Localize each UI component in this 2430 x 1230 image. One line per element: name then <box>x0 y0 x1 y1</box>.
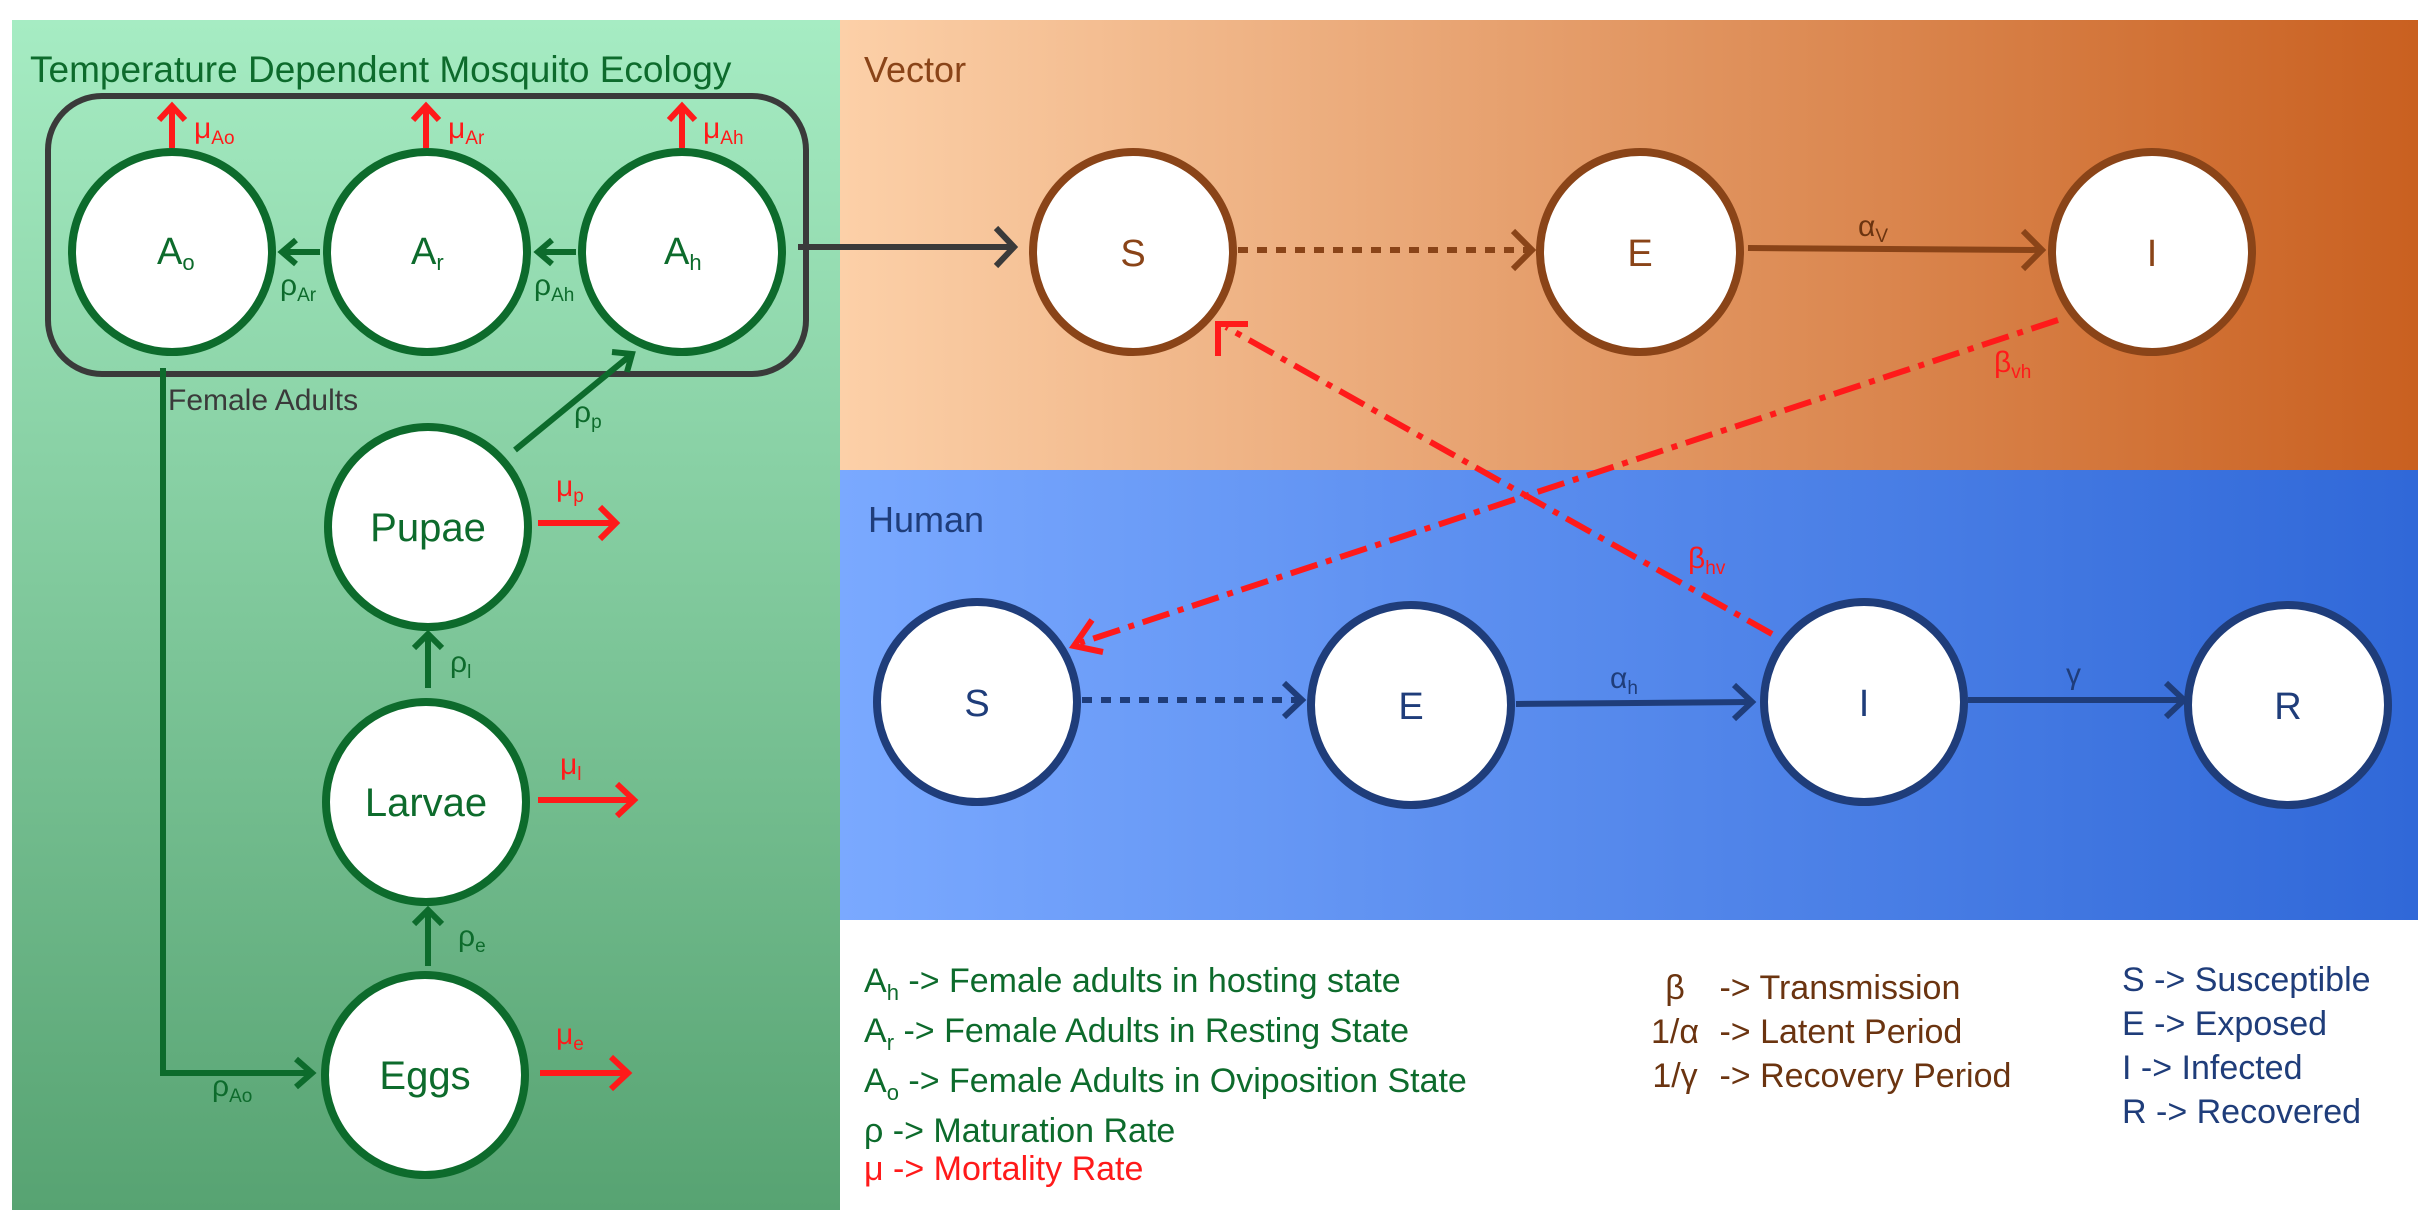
node-ah <box>578 148 786 356</box>
node-eggs <box>321 971 529 1179</box>
mortality-arrowhead-larvae <box>614 781 639 819</box>
arrowhead-human-i-to-r <box>2163 680 2189 720</box>
arrowhead-human-i-to-vector-s <box>1215 321 1248 356</box>
node-ar-label: Ar <box>411 231 444 275</box>
arrow-vector-i-to-human-s <box>1079 317 2059 646</box>
legend-row-i: I -> Infected <box>2122 1049 2303 1087</box>
node-ao <box>68 148 276 356</box>
human-panel-title: Human <box>868 499 984 540</box>
arrowhead-vector-i-to-human-s <box>1068 618 1104 655</box>
node-ah-label: Ah <box>664 231 702 275</box>
label-rho-p: ρp <box>574 396 602 433</box>
label-rho-l: ρl <box>450 646 471 683</box>
node-eggs-label: Eggs <box>379 1054 470 1098</box>
node-ar <box>323 148 531 356</box>
node-pupae-label: Pupae <box>370 506 486 550</box>
legend-row-ah: Ah -> Female adults in hosting state <box>864 962 1401 1005</box>
mortality-arrowhead-ah <box>666 101 698 123</box>
label-beta-hv: βhv <box>1688 542 1726 579</box>
legend-mosquito: Ah -> Female adults in hosting state Ar … <box>864 962 1467 1188</box>
legend-row-alpha: 1/α -> Latent Period <box>1650 1013 1963 1051</box>
node-vector-s <box>1029 148 1237 356</box>
label-gamma: γ <box>2066 658 2081 691</box>
node-human-s <box>873 598 1081 806</box>
arrowhead-larvae-to-pupae <box>411 629 445 651</box>
mortality-arrowhead-ar <box>410 101 442 123</box>
legend-row-mu: μ -> Mortality Rate <box>864 1150 1144 1188</box>
arrowhead-ar-to-ao <box>277 237 298 267</box>
arrowhead-ah-to-vector-s <box>993 225 1019 269</box>
legend-row-s: S -> Susceptible <box>2122 961 2371 999</box>
arrow-human-e-to-i <box>1515 699 1753 707</box>
arrowhead-vector-e-to-i <box>2020 228 2047 272</box>
mortality-arrowhead-eggs <box>608 1054 633 1092</box>
label-rho-ao: ρAo <box>212 1070 252 1107</box>
legend-row-beta: β -> Transmission <box>1665 969 1961 1007</box>
node-vector-s-label: S <box>1120 233 1145 275</box>
node-human-r-label: R <box>2274 686 2301 728</box>
arrowhead-human-e-to-i <box>1731 682 1757 722</box>
label-mu-p: μp <box>556 470 584 507</box>
label-mu-ar: μAr <box>448 112 485 149</box>
node-human-i <box>1760 598 1968 806</box>
legend-row-r: R -> Recovered <box>2122 1093 2362 1131</box>
label-mu-e: μe <box>556 1018 584 1055</box>
female-adults-box <box>45 93 809 377</box>
arrowhead-ao-to-eggs <box>294 1056 317 1090</box>
label-alpha-v: αV <box>1858 210 1888 247</box>
label-rho-ah: ρAh <box>534 269 574 306</box>
legend-states: S -> Susceptible E -> Exposed I -> Infec… <box>2122 958 2371 1134</box>
legend-row-gamma: 1/γ -> Recovery Period <box>1652 1057 2012 1095</box>
label-rho-ar: ρAr <box>280 269 317 306</box>
mosquito-panel-title: Temperature Dependent Mosquito Ecology <box>30 49 732 90</box>
node-human-e <box>1307 601 1515 809</box>
label-mu-l: μl <box>560 748 582 785</box>
node-vector-e-label: E <box>1627 233 1652 275</box>
arrowhead-eggs-to-larvae <box>411 905 445 927</box>
female-adults-label: Female Adults <box>168 384 358 417</box>
node-larvae <box>322 698 530 906</box>
arrowhead-ah-to-ar <box>533 237 554 267</box>
label-beta-vh: βvh <box>1994 346 2031 383</box>
human-panel <box>840 470 2418 920</box>
arrow-human-i-to-vector-s <box>1224 324 1774 637</box>
node-human-r <box>2184 601 2392 809</box>
label-rho-e: ρe <box>458 920 486 957</box>
arrow-ao-to-eggs <box>160 368 312 1076</box>
legend-row-rho: ρ -> Maturation Rate <box>864 1112 1176 1150</box>
arrow-vector-e-to-i <box>1747 245 2043 253</box>
legend-row-e: E -> Exposed <box>2122 1005 2328 1043</box>
arrow-pupae-to-ah <box>513 351 634 453</box>
node-human-i-label: I <box>1859 683 1870 725</box>
label-mu-ao: μAo <box>194 112 235 149</box>
node-pupae <box>324 423 532 631</box>
legend-params: β -> Transmission 1/α -> Latent Period 1… <box>1640 966 2011 1098</box>
node-vector-i <box>2048 148 2256 356</box>
label-mu-ah: μAh <box>703 112 744 149</box>
label-alpha-h: αh <box>1610 662 1638 699</box>
legend-row-ao: Ao -> Female Adults in Oviposition State <box>864 1062 1467 1105</box>
node-vector-i-label: I <box>2147 233 2158 275</box>
node-larvae-label: Larvae <box>365 781 487 825</box>
arrowhead-human-s-to-e <box>1281 680 1307 720</box>
vector-panel-title: Vector <box>864 49 966 90</box>
node-ao-label: Ao <box>157 231 195 275</box>
legend-row-ar: Ar -> Female Adults in Resting State <box>864 1012 1409 1055</box>
node-human-s-label: S <box>964 683 989 725</box>
node-vector-e <box>1536 148 1744 356</box>
mortality-arrowhead-pupae <box>597 504 621 542</box>
node-human-e-label: E <box>1398 686 1423 728</box>
mortality-arrowhead-ao <box>156 101 188 123</box>
arrowhead-vector-s-to-e <box>1510 228 1537 272</box>
arrowhead-pupae-to-ah <box>611 349 636 373</box>
